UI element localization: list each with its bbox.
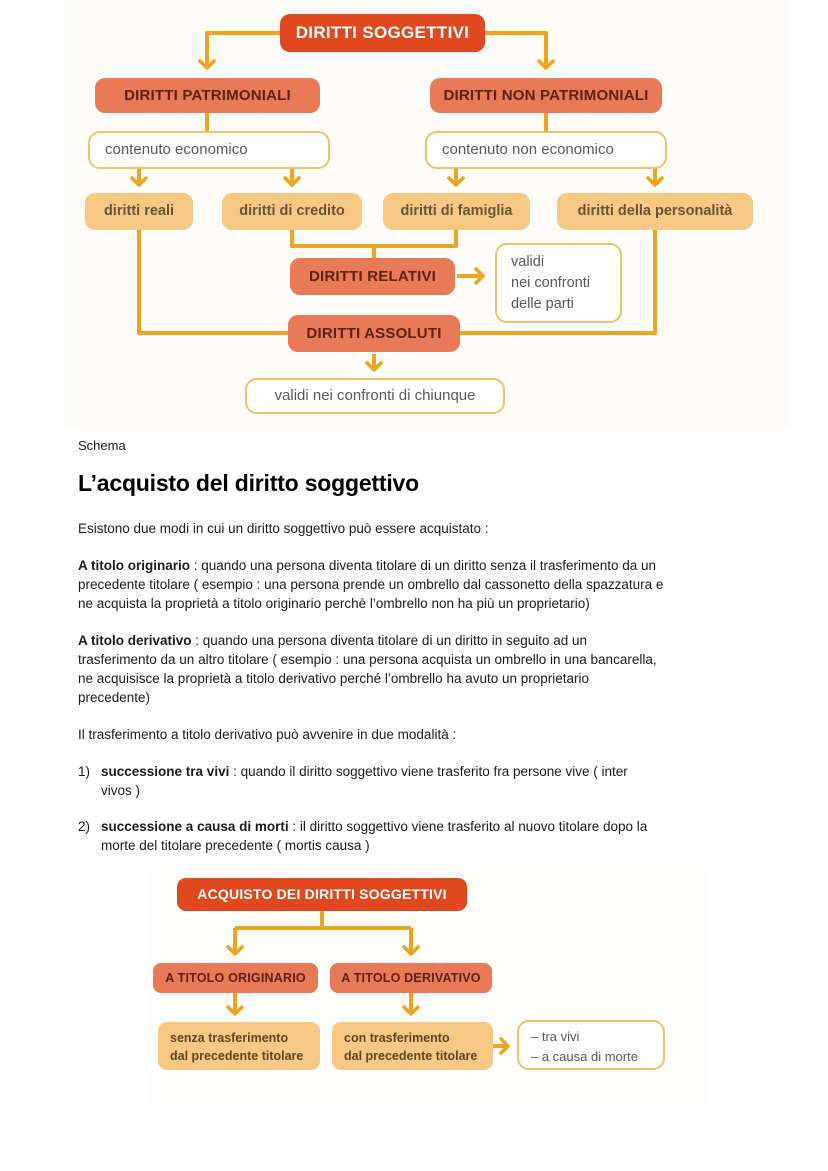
connector-lines: [130, 31, 664, 372]
node-acquisto-diritti-soggettivi: ACQUISTO DEI DIRITTI SOGGETTIVI: [177, 878, 467, 911]
article-body: Schema L’acquisto del diritto soggettivo…: [78, 438, 785, 872]
label-successione-causa-morte: successione a causa di morti: [101, 819, 289, 834]
note-con-trasferimento: con trasferimento dal precedente titolar…: [332, 1022, 493, 1070]
text-successione-tra-vivi: : quando il diritto soggettivo viene tra…: [101, 764, 628, 798]
node-diritti-di-credito: diritti di credito: [222, 193, 362, 230]
node-a-titolo-originario: A TITOLO ORIGINARIO: [153, 963, 318, 993]
text-titolo-derivativo: : quando una persona diventa titolare di…: [78, 633, 657, 705]
list-number: 1): [78, 764, 91, 779]
node-diritti-soggettivi: DIRITTI SOGGETTIVI: [280, 14, 485, 52]
node-contenuto-non-economico: contenuto non economico: [425, 131, 667, 169]
page-title: L’acquisto del diritto soggettivo: [78, 470, 419, 496]
note-modalita-trasferimento: – tra vivi – a causa di morte: [517, 1020, 665, 1070]
paragraph-titolo-originario: A titolo originario : quando una persona…: [78, 556, 785, 613]
note-validi-parti: validi nei confronti delle parti: [495, 243, 622, 323]
text-successione-causa-morte: : il diritto soggettivo viene trasferito…: [101, 819, 648, 853]
node-diritti-di-famiglia: diritti di famiglia: [383, 193, 530, 230]
image-caption: Schema: [78, 438, 126, 453]
node-diritti-relativi: DIRITTI RELATIVI: [290, 258, 455, 295]
list-item-successione-tra-vivi: 1) successione tra vivi : quando il diri…: [78, 762, 785, 800]
label-titolo-derivativo: A titolo derivativo: [78, 633, 192, 648]
node-diritti-patrimoniali: DIRITTI PATRIMONIALI: [95, 78, 320, 113]
node-diritti-assoluti: DIRITTI ASSOLUTI: [288, 315, 460, 352]
node-contenuto-economico: contenuto economico: [88, 131, 330, 169]
node-diritti-non-patrimoniali: DIRITTI NON PATRIMONIALI: [430, 78, 662, 113]
list-item-successione-causa-morte: 2) successione a causa di morti : il dir…: [78, 817, 785, 855]
text-titolo-originario: : quando una persona diventa titolare di…: [78, 558, 664, 611]
paragraph-titolo-derivativo: A titolo derivativo : quando una persona…: [78, 631, 785, 707]
diagram-diritti-soggettivi: DIRITTI SOGGETTIVI DIRITTI PATRIMONIALI …: [65, 0, 790, 428]
intro-paragraph: Esistono due modi in cui un diritto sogg…: [78, 521, 489, 536]
note-senza-trasferimento: senza trasferimento dal precedente titol…: [158, 1022, 320, 1070]
diagram-acquisto-diritti: ACQUISTO DEI DIRITTI SOGGETTIVI A TITOLO…: [150, 866, 710, 1106]
node-diritti-reali: diritti reali: [85, 193, 193, 230]
note-validi-chiunque: validi nei confronti di chiunque: [245, 378, 505, 414]
list-item-text: successione tra vivi : quando il diritto…: [101, 762, 628, 800]
connector-lines: [226, 911, 510, 1055]
node-diritti-della-personalita: diritti della personalità: [557, 193, 753, 230]
label-successione-tra-vivi: successione tra vivi: [101, 764, 230, 779]
node-a-titolo-derivativo: A TITOLO DERIVATIVO: [330, 963, 492, 993]
paragraph-modalita: Il trasferimento a titolo derivativo può…: [78, 727, 457, 742]
list-number: 2): [78, 819, 91, 834]
list-item-text: successione a causa di morti : il diritt…: [101, 817, 647, 855]
label-titolo-originario: A titolo originario: [78, 558, 190, 573]
